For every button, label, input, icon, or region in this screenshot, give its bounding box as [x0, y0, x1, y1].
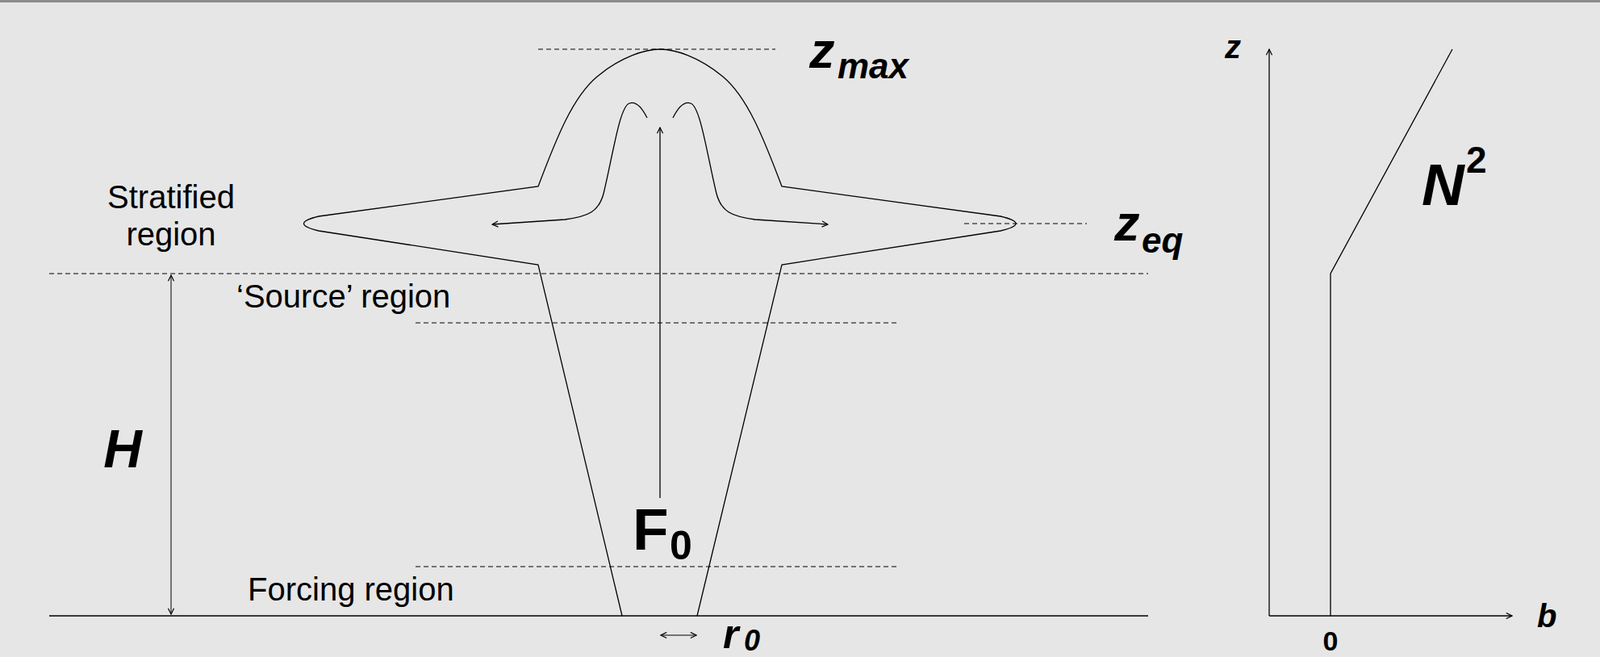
- region-label: ‘Source’ region: [236, 279, 451, 313]
- plume-outline: [304, 49, 1017, 616]
- axis-label: z: [1224, 30, 1241, 63]
- symbol-label: N: [1421, 154, 1465, 214]
- symbol-label: z: [1114, 197, 1141, 249]
- subscript-label: eq: [1141, 222, 1183, 259]
- subscript-label: 0: [669, 525, 693, 566]
- dashed-line: [415, 322, 899, 324]
- symbol-label: r: [722, 614, 739, 655]
- region-label: Stratified region: [82, 178, 260, 253]
- subscript-label: max: [837, 48, 909, 84]
- axis-label: b: [1537, 599, 1557, 632]
- height-arrow: [171, 275, 172, 615]
- top-border: [0, 0, 1600, 3]
- ground-line: [49, 614, 1149, 616]
- region-label: Forcing region: [247, 572, 455, 606]
- height-label: H: [103, 421, 143, 476]
- dashed-line: [49, 273, 1149, 275]
- buoyancy-profile: [1330, 49, 1453, 616]
- b-axis: [1269, 614, 1513, 616]
- dashed-line: [538, 49, 776, 51]
- z-axis: [1268, 49, 1270, 616]
- symbol-label: z: [809, 25, 836, 76]
- symbol-label: F: [632, 499, 669, 559]
- subscript-label: 0: [743, 626, 761, 656]
- dashed-line: [964, 223, 1087, 225]
- flux-arrow: [659, 127, 661, 498]
- radius-arrow: [660, 634, 697, 636]
- axis-tick-label: 0: [1323, 626, 1339, 655]
- superscript-label: 2: [1466, 141, 1488, 179]
- dashed-line: [415, 566, 899, 568]
- flow-arrow: [492, 102, 648, 225]
- flow-arrow: [672, 102, 828, 225]
